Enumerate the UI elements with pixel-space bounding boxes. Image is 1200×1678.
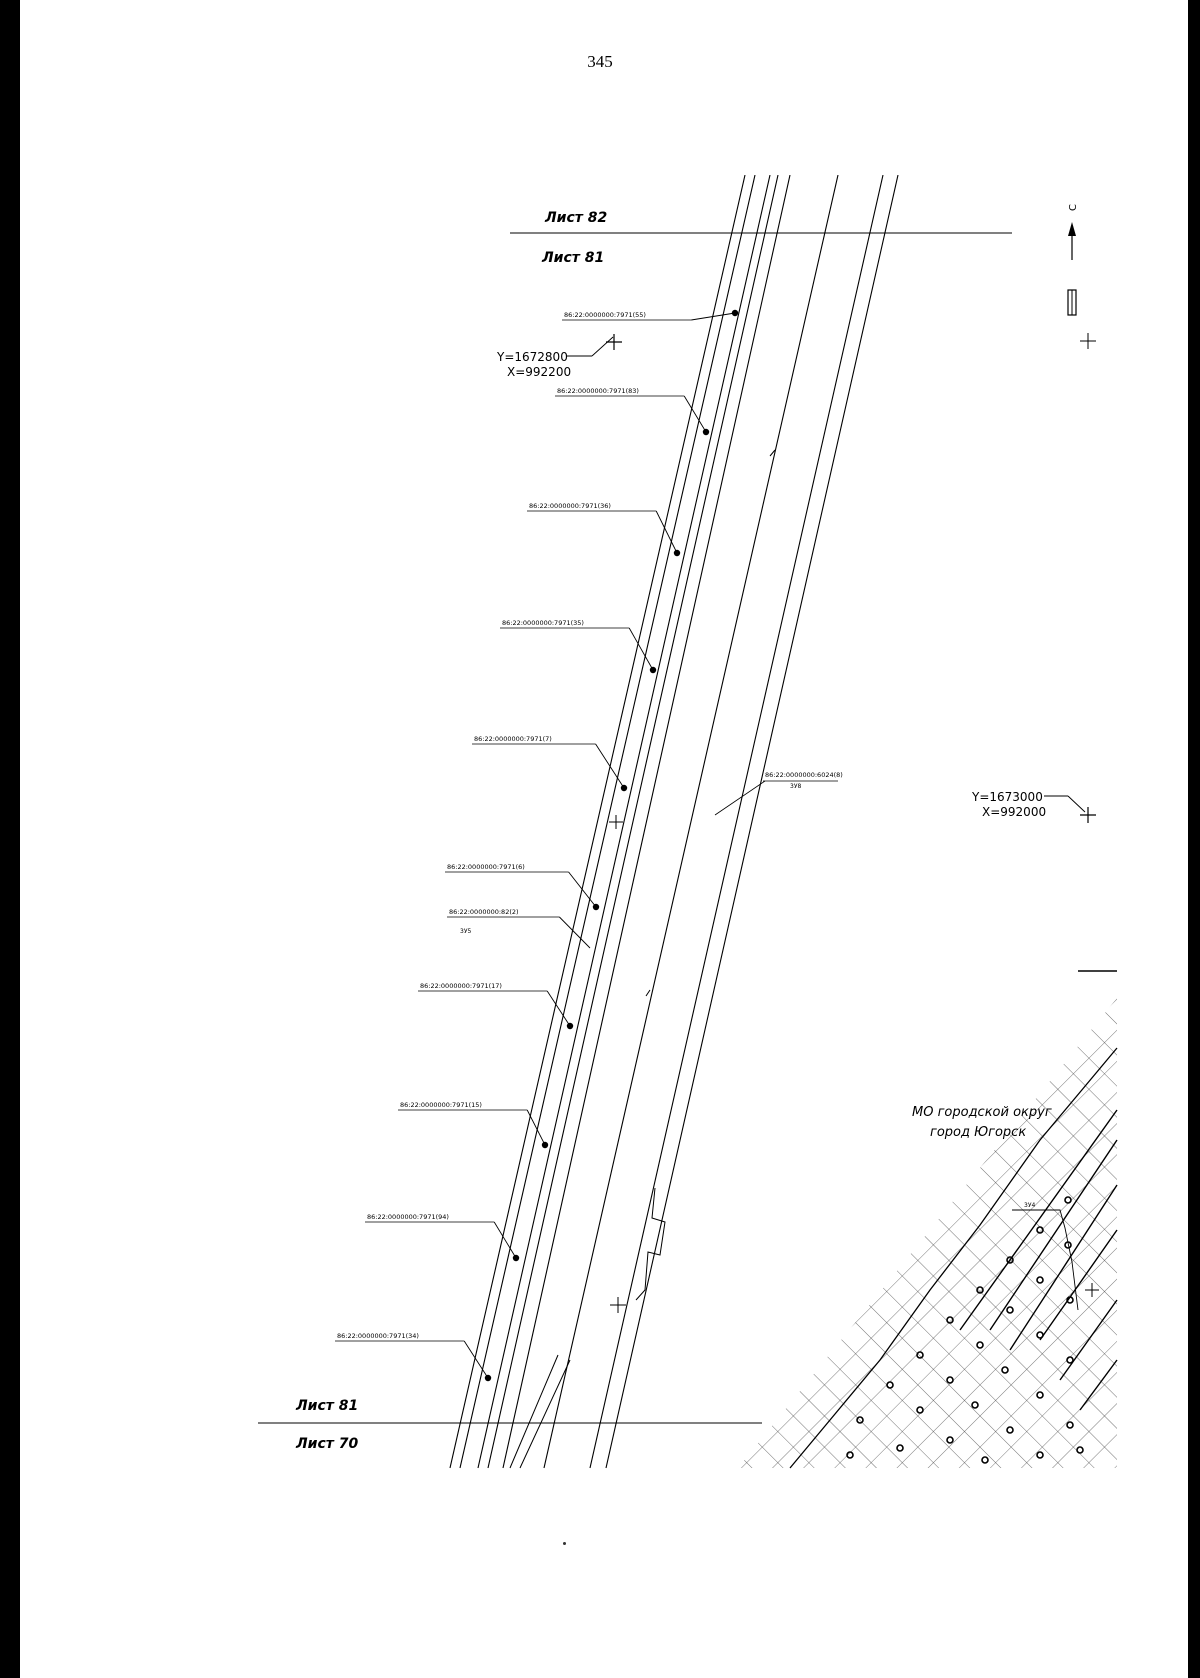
parcel-leader (559, 916, 591, 949)
parcel-leader (463, 1340, 489, 1379)
road-detail-marks (509, 449, 776, 1469)
coord-x-2: X=992000 (982, 805, 1046, 819)
zone-marker (1006, 1306, 1014, 1314)
zone-boundary (789, 1047, 1118, 1469)
parcel-leader (683, 395, 707, 433)
zone-marker (886, 1381, 894, 1389)
parcel-leader (655, 510, 678, 554)
hatched-zone (738, 998, 1117, 1468)
zone-line (1039, 1229, 1118, 1341)
parcel-label: 86:22:0000000:7971(6) (447, 863, 525, 871)
parcel-point (620, 784, 628, 792)
zone-marker (846, 1451, 854, 1459)
crosshair-icon (606, 334, 622, 350)
zone-line (1059, 1299, 1118, 1381)
parcel-point (592, 903, 600, 911)
zone-marker (856, 1416, 864, 1424)
page-number: 345 (587, 52, 613, 71)
parcel-point (731, 309, 739, 317)
parcel-point (649, 666, 657, 674)
parcel-leader (526, 1109, 546, 1146)
north-label: С (1068, 204, 1079, 211)
north-arrow-icon: С (1067, 204, 1079, 316)
sheet-label-70: Лист 70 (295, 1436, 358, 1452)
zone-marker (896, 1444, 904, 1452)
parcel-label: 86:22:0000000:7971(83) (557, 387, 639, 395)
parcel-label: 86:22:0000000:7971(34) (337, 1332, 419, 1340)
zone-marker (1006, 1426, 1014, 1434)
zone-marker (1006, 1256, 1014, 1264)
parcel-label: 86:22:0000000:7971(17) (420, 982, 502, 990)
zone-marker (1036, 1451, 1044, 1459)
zone-marker (916, 1406, 924, 1414)
parcel-label: 86:22:0000000:7971(55) (564, 311, 646, 319)
parcel-sublabel-82: 3У5 (460, 928, 471, 935)
zone-marker (946, 1376, 954, 1384)
zone-marker (916, 1351, 924, 1359)
parcel-point (566, 1022, 574, 1030)
zone-line (989, 1139, 1118, 1331)
parcel-label: 86:22:0000000:7971(35) (502, 619, 584, 627)
zone-marker (1036, 1226, 1044, 1234)
zone-marker (1076, 1446, 1084, 1454)
parcel-point (484, 1374, 492, 1382)
zone-marker (1064, 1196, 1072, 1204)
parcel-leader (691, 312, 736, 321)
crosshair-icon (1085, 1283, 1099, 1297)
region-label-line2: город Югорск (930, 1125, 1026, 1140)
zone-sublabel: 3У4 (1024, 1202, 1035, 1209)
parcel-leader (493, 1221, 517, 1259)
zone-line (1009, 1184, 1118, 1351)
parcel-label: 86:22:0000000:7971(15) (400, 1101, 482, 1109)
road-parcel-sublabel: 3У8 (790, 783, 801, 790)
coord-y-2: Y=1673000 (971, 790, 1043, 804)
coord-y-1: Y=1672800 (496, 350, 568, 364)
zone-marker (971, 1401, 979, 1409)
parcel-point (541, 1141, 549, 1149)
crosshair-icon (610, 1297, 626, 1313)
road-parcel-leader (714, 780, 766, 816)
zone-marker (1001, 1366, 1009, 1374)
crosshair-icon (1080, 333, 1096, 349)
zone-marker (1036, 1276, 1044, 1284)
road-corridor (449, 175, 899, 1469)
scan-border-right (1188, 0, 1200, 1678)
crosshair-icon (609, 815, 623, 829)
coordinate-mark-2: Y=1673000 X=992000 (971, 790, 1096, 823)
parcel-point (512, 1254, 520, 1262)
zone-marker (981, 1456, 989, 1464)
road-parcel-label: 86:22:0000000:6024(8) (765, 771, 843, 779)
sheet-label-82: Лист 82 (544, 210, 607, 226)
zone-marker (946, 1316, 954, 1324)
parcel-point (702, 428, 710, 436)
coord-x-1: X=992200 (507, 365, 571, 379)
zone-line (1079, 1359, 1118, 1411)
zone-leader (1012, 1209, 1079, 1311)
parcel-label: 86:22:0000000:82(2) (449, 908, 519, 916)
zone-marker (946, 1436, 954, 1444)
parcel-leader (595, 743, 625, 789)
zone-marker (1066, 1421, 1074, 1429)
parcel-leader (628, 627, 654, 671)
parcel-label: 86:22:0000000:7971(36) (529, 502, 611, 510)
zone-line (959, 1109, 1118, 1331)
parcel-point (673, 549, 681, 557)
zone-marker (1066, 1356, 1074, 1364)
parcel-label: 86:22:0000000:7971(7) (474, 735, 552, 743)
scan-border-left (0, 0, 20, 1678)
zone-marker (976, 1341, 984, 1349)
coordinate-mark-1: Y=1672800 X=992200 (496, 334, 622, 379)
sheet-label-81-bottom: Лист 81 (295, 1398, 358, 1414)
region-label-line1: МО городской округ (912, 1105, 1052, 1120)
sheet-label-81-top: Лист 81 (541, 250, 604, 266)
zone-marker (1036, 1391, 1044, 1399)
parcel-leader (546, 990, 571, 1027)
parcel-leader (568, 871, 597, 908)
parcel-callouts: 86:22:0000000:7971(55) 86:22:0000000:7971… (335, 309, 739, 1382)
parcel-label: 86:22:0000000:7971(94) (367, 1213, 449, 1221)
crosshair-icon (1080, 807, 1096, 823)
zone-marker (976, 1286, 984, 1294)
scan-speck (563, 1542, 566, 1545)
